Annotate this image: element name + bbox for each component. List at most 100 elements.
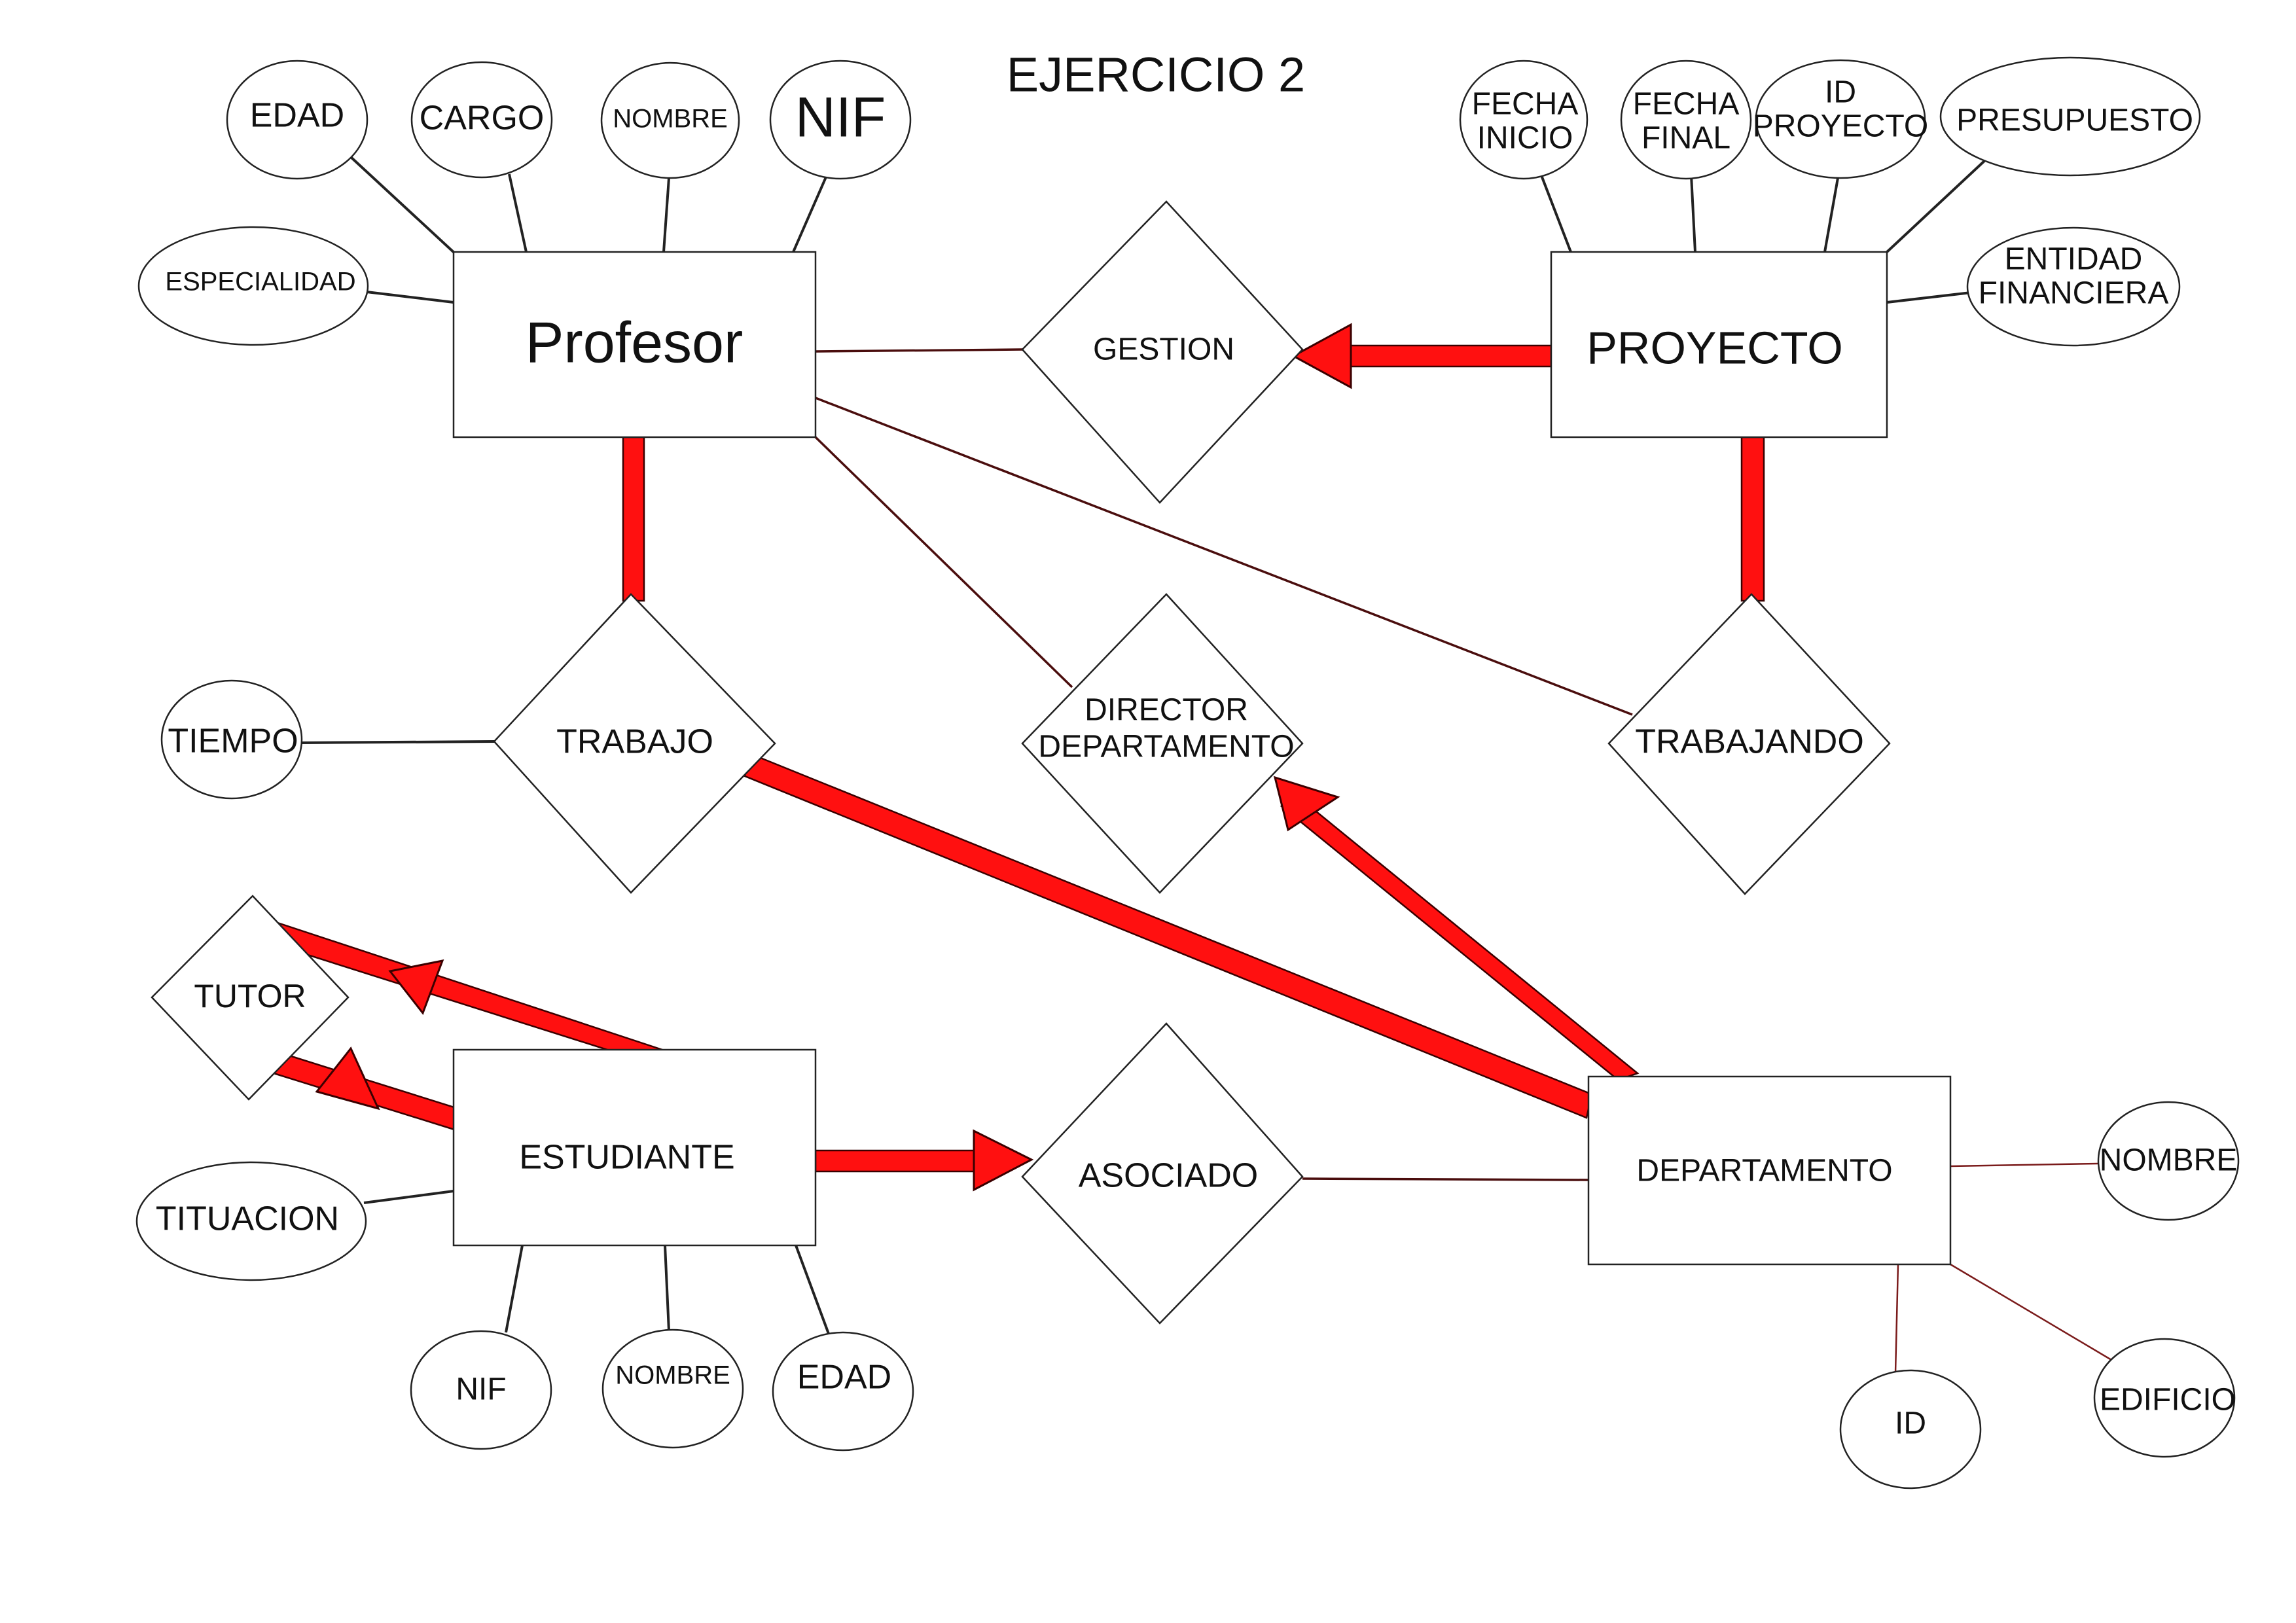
relationship-diamond bbox=[1021, 593, 1304, 894]
entity-box bbox=[452, 251, 817, 438]
relationship-diamond bbox=[1021, 1022, 1304, 1325]
attribute-label-line1: ENTIDAD bbox=[2005, 242, 2143, 277]
attribute-profesor-edad[interactable]: EDAD bbox=[226, 60, 368, 180]
attribute-label: NIF bbox=[456, 1372, 506, 1407]
attribute-label: NIF bbox=[795, 86, 886, 149]
attribute-label: CARGO bbox=[420, 99, 545, 137]
entity-box bbox=[1550, 251, 1888, 438]
attribute-profesor-cargo[interactable]: CARGO bbox=[410, 61, 553, 179]
attribute-estudiante-nombre[interactable]: NOMBRE bbox=[601, 1329, 744, 1449]
connector-proyecto-id bbox=[1823, 177, 1839, 253]
relationship-trabajando[interactable]: TRABAJANDO bbox=[1607, 593, 1891, 895]
connector-profesor-edad bbox=[350, 156, 457, 255]
link-proyecto-gestion bbox=[1348, 344, 1552, 368]
connector-trabajo-tiempo bbox=[300, 740, 495, 744]
attribute-ellipse bbox=[1939, 56, 2201, 177]
connector-estudiante-edad bbox=[795, 1245, 830, 1334]
attribute-label: TITUACION bbox=[156, 1200, 339, 1238]
attribute-departamento-edificio[interactable]: EDIFICIO bbox=[2093, 1338, 2236, 1458]
attribute-ellipse bbox=[769, 60, 912, 180]
connector-profesor-especialidad bbox=[366, 291, 454, 304]
attribute-label-line1: FECHA bbox=[1472, 87, 1579, 122]
entity-estudiante[interactable]: ESTUDIANTE bbox=[452, 1048, 817, 1247]
connector-estudiante-nif bbox=[505, 1245, 524, 1333]
attribute-profesor-nif[interactable]: NIF bbox=[769, 60, 912, 180]
attribute-label: NOMBRE bbox=[613, 105, 728, 134]
entity-departamento[interactable]: DEPARTAMENTO bbox=[1587, 1075, 1952, 1266]
attribute-label: PRESUPUESTO bbox=[1956, 103, 2193, 138]
attribute-estudiante-titulacion[interactable]: TITUACION bbox=[135, 1161, 367, 1281]
relationship-label: GESTION bbox=[1093, 332, 1234, 367]
relationship-label-line1: DIRECTOR bbox=[1085, 693, 1248, 728]
attribute-label-line2: FINAL bbox=[1641, 121, 1731, 156]
attribute-ellipse bbox=[2097, 1101, 2240, 1221]
attribute-ellipse bbox=[137, 226, 369, 346]
attribute-proyecto-fecha-inicio[interactable]: FECHA INICIO bbox=[1459, 60, 1588, 180]
entity-box bbox=[1587, 1075, 1952, 1266]
attribute-estudiante-nif[interactable]: NIF bbox=[410, 1330, 552, 1450]
attribute-ellipse bbox=[601, 1329, 744, 1449]
attribute-estudiante-edad[interactable]: EDAD bbox=[772, 1331, 914, 1452]
attribute-ellipse bbox=[1966, 226, 2181, 347]
attribute-ellipse bbox=[135, 1161, 367, 1281]
relationship-diamond bbox=[493, 593, 776, 894]
entity-label: ESTUDIANTE bbox=[519, 1139, 734, 1177]
connector-proyecto-fecha-inicio bbox=[1540, 175, 1572, 253]
arrow-asociado bbox=[973, 1129, 1034, 1192]
attribute-label: ID bbox=[1895, 1406, 1926, 1441]
link-profesor-trabajo bbox=[622, 436, 645, 602]
connector-profesor-director bbox=[814, 436, 1073, 688]
attribute-proyecto-entidad-financiera[interactable]: ENTIDAD FINANCIERA bbox=[1966, 226, 2181, 347]
connector-departamento-id bbox=[1894, 1264, 1899, 1374]
relationship-label: TUTOR bbox=[194, 978, 306, 1014]
link-estudiante-asociado bbox=[814, 1149, 978, 1173]
diagram-title: EJERCICIO 2 bbox=[1007, 48, 1305, 102]
attribute-label-line2: PROYECTO bbox=[1753, 109, 1929, 144]
relationship-label: TRABAJO bbox=[556, 723, 713, 761]
relationship-diamond bbox=[1021, 200, 1304, 504]
relationship-asociado[interactable]: ASOCIADO bbox=[1021, 1022, 1304, 1325]
attribute-ellipse bbox=[1755, 59, 1926, 179]
connector-departamento-edificio bbox=[1950, 1263, 2112, 1361]
connector-profesor-gestion bbox=[815, 348, 1023, 353]
relationship-trabajo[interactable]: TRABAJO bbox=[493, 593, 776, 894]
attribute-ellipse bbox=[1620, 60, 1752, 180]
entity-proyecto[interactable]: PROYECTO bbox=[1550, 251, 1888, 438]
connector-proyecto-fecha-final bbox=[1690, 175, 1696, 253]
entity-label: PROYECTO bbox=[1587, 322, 1843, 373]
attribute-departamento-nombre[interactable]: NOMBRE bbox=[2097, 1101, 2240, 1221]
connector-estudiante-nombre bbox=[664, 1245, 670, 1332]
attribute-profesor-especialidad[interactable]: ESPECIALIDAD bbox=[137, 226, 369, 346]
attribute-label: ESPECIALIDAD bbox=[165, 268, 355, 296]
connector-estudiante-titulacion bbox=[363, 1190, 454, 1204]
link-departamento-director bbox=[1280, 796, 1640, 1081]
entity-profesor[interactable]: Profesor bbox=[452, 251, 817, 438]
relationship-director-departamento[interactable]: DIRECTOR DEPARTAMENTO bbox=[1021, 593, 1304, 894]
attribute-ellipse bbox=[600, 62, 740, 179]
relationship-label: TRABAJANDO bbox=[1635, 723, 1864, 761]
connector-proyecto-entidad bbox=[1886, 291, 1977, 304]
arrow-tutor-upper bbox=[388, 959, 444, 1016]
attribute-proyecto-presupuesto[interactable]: PRESUPUESTO bbox=[1939, 56, 2201, 177]
connector-proyecto-presupuesto bbox=[1886, 158, 1987, 253]
relationship-label-line2: DEPARTAMENTO bbox=[1038, 730, 1294, 764]
attribute-label-line1: FECHA bbox=[1633, 87, 1740, 122]
attribute-profesor-nombre[interactable]: NOMBRE bbox=[600, 62, 740, 179]
relationship-tutor[interactable]: TUTOR bbox=[151, 895, 350, 1101]
attribute-label-line2: FINANCIERA bbox=[1979, 276, 2169, 311]
arrow-director bbox=[1273, 776, 1340, 832]
relationship-gestion[interactable]: GESTION bbox=[1021, 200, 1304, 504]
arrow-gestion bbox=[1291, 323, 1352, 389]
attribute-proyecto-id[interactable]: ID PROYECTO bbox=[1753, 59, 1929, 179]
attribute-proyecto-fecha-final[interactable]: FECHA FINAL bbox=[1620, 60, 1752, 180]
attribute-label: EDAD bbox=[797, 1359, 891, 1397]
attribute-label: EDAD bbox=[250, 97, 344, 135]
attribute-departamento-id[interactable]: ID bbox=[1839, 1369, 1982, 1489]
entity-box bbox=[452, 1048, 817, 1247]
attribute-ellipse bbox=[1839, 1369, 1982, 1489]
arrow-tutor-lower bbox=[315, 1046, 380, 1111]
entity-label: DEPARTAMENTO bbox=[1636, 1154, 1892, 1188]
attribute-trabajo-tiempo[interactable]: TIEMPO bbox=[160, 679, 303, 800]
attribute-ellipse bbox=[410, 1330, 552, 1450]
